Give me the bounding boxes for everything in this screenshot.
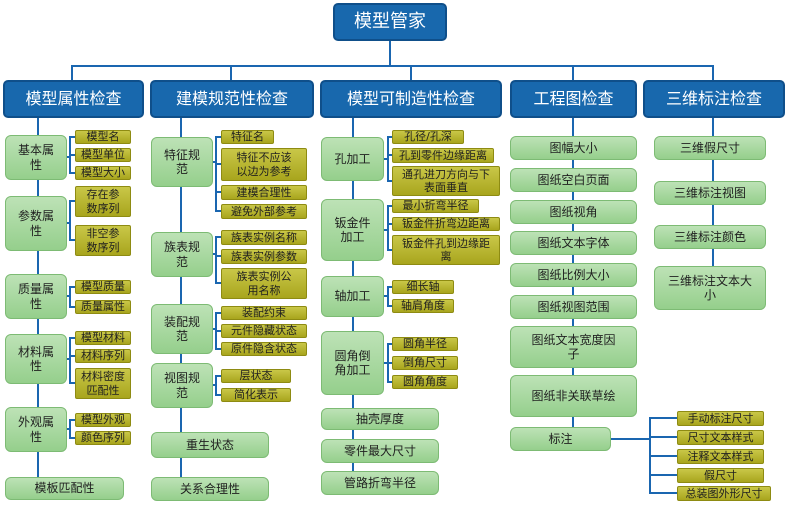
item-avoid-external-ref: 避免外部参考 (221, 204, 307, 219)
item-note-text-style: 注释文本样式 (677, 449, 764, 464)
group-hole-machining: 孔加工 (321, 137, 384, 181)
item-manual-dimension: 手动标注尺寸 (677, 411, 764, 426)
item-template-match: 模板匹配性 (5, 477, 124, 500)
item-sheet-size: 图幅大小 (510, 136, 637, 160)
item-layer-state: 层状态 (221, 369, 291, 383)
item-sheetmetal-bend-edge-distance: 钣金件折弯边距离 (392, 217, 500, 231)
item-param-sequence-exists: 存在参 数序列 (75, 186, 131, 217)
item-drawing-blank-page: 图纸空白页面 (510, 168, 637, 192)
group-parameter-property: 参数属 性 (5, 196, 67, 251)
group-appearance-property: 外观属 性 (5, 407, 67, 452)
group-feature-standard: 特征规 范 (151, 137, 213, 187)
group-shaft-machining: 轴加工 (321, 276, 384, 317)
group-mass-property: 质量属 性 (5, 274, 67, 319)
item-3d-annotation-color: 三维标注颜色 (654, 225, 766, 249)
item-hole-diameter-depth: 孔径/孔深 (392, 130, 464, 144)
item-feature-not-edge-ref: 特征不应该 以边为参考 (221, 148, 307, 181)
group-assembly-standard: 装配规 范 (151, 304, 213, 354)
item-assembly-constraint: 装配约束 (221, 306, 307, 320)
item-hole-to-edge-distance: 孔到零件边缘距离 (392, 148, 494, 163)
group-fillet-chamfer-machining: 圆角倒 角加工 (321, 331, 384, 395)
item-family-instance-param: 族表实例参数 (221, 249, 307, 264)
item-modeling-rationality: 建模合理性 (221, 185, 307, 200)
item-3d-annotation-text-size: 三维标注文本大 小 (654, 266, 766, 310)
group-sheetmetal-machining: 钣金件 加工 (321, 199, 384, 261)
item-family-instance-name: 族表实例名称 (221, 230, 307, 245)
item-fillet-radius: 圆角半径 (392, 337, 458, 351)
item-mass-property: 质量属性 (75, 300, 131, 314)
item-drawing-unassociated-sketch: 图纸非关联草绘 (510, 375, 637, 417)
item-family-instance-common-name: 族表实例公 用名称 (221, 268, 307, 299)
item-3d-fake-dimension: 三维假尺寸 (654, 136, 766, 160)
item-pipe-bend-radius: 管路折弯半径 (321, 471, 439, 495)
category-manufacturability: 模型可制造性检查 (320, 80, 502, 118)
item-part-max-size: 零件最大尺寸 (321, 439, 439, 463)
item-model-mass: 模型质量 (75, 280, 131, 294)
group-basic-property: 基本属 性 (5, 135, 67, 180)
item-sheetmetal-hole-edge-distance: 钣金件孔到边缘距 离 (392, 235, 500, 265)
item-component-hidden-state: 元件隐藏状态 (221, 324, 307, 338)
item-shaft-shoulder-angle: 轴肩角度 (392, 299, 454, 313)
item-fake-dimension: 假尺寸 (677, 468, 764, 483)
item-assembly-outline-dimension: 总装图外形尺寸 (677, 486, 771, 501)
item-3d-annotation-view: 三维标注视图 (654, 181, 766, 205)
item-regen-state: 重生状态 (151, 432, 269, 458)
item-material-density-match: 材料密度 匹配性 (75, 368, 131, 399)
item-feature-name: 特征名 (221, 130, 274, 144)
item-chamfer-size: 倒角尺寸 (392, 356, 458, 370)
item-drawing-view-range: 图纸视图范围 (510, 295, 637, 319)
item-model-unit: 模型单位 (75, 148, 131, 162)
item-model-name: 模型名 (75, 130, 131, 144)
group-family-table-standard: 族表规 范 (151, 232, 213, 277)
category-model-property: 模型属性检查 (3, 80, 144, 118)
item-drawing-view-angle: 图纸视角 (510, 200, 637, 224)
item-drawing-text-width-factor: 图纸文本宽度因 子 (510, 326, 637, 368)
item-param-sequence-nonempty: 非空参 数序列 (75, 225, 131, 256)
item-dimension-text-style: 尺寸文本样式 (677, 430, 764, 445)
item-material-sequence: 材料序列 (75, 349, 131, 363)
item-min-bend-radius: 最小折弯半径 (392, 199, 479, 213)
item-fillet-angle: 圆角角度 (392, 375, 458, 389)
item-model-appearance: 模型外观 (75, 413, 131, 427)
item-simplified-rep: 简化表示 (221, 388, 291, 402)
group-material-property: 材料属 性 (5, 334, 67, 384)
group-view-standard: 视图规 范 (151, 363, 213, 408)
item-through-hole-perpendicular: 通孔进刀方向与下 表面垂直 (392, 166, 500, 196)
item-drawing-scale: 图纸比例大小 (510, 263, 637, 287)
item-relation-rationality: 关系合理性 (151, 477, 269, 501)
item-model-size: 模型大小 (75, 166, 131, 180)
item-component-suppressed-state: 原件隐含状态 (221, 342, 307, 356)
item-annotation: 标注 (510, 427, 611, 451)
root-node: 模型管家 (333, 3, 447, 41)
category-3d-annotation: 三维标注检查 (643, 80, 785, 118)
item-color-sequence: 颜色序列 (75, 431, 131, 445)
item-drawing-text-font: 图纸文本字体 (510, 231, 637, 255)
category-drawing-check: 工程图检查 (510, 80, 637, 118)
category-modeling-standard: 建模规范性检查 (150, 80, 314, 118)
item-model-material: 模型材料 (75, 331, 131, 345)
item-shell-thickness: 抽壳厚度 (321, 408, 439, 430)
item-slender-shaft: 细长轴 (392, 280, 454, 294)
